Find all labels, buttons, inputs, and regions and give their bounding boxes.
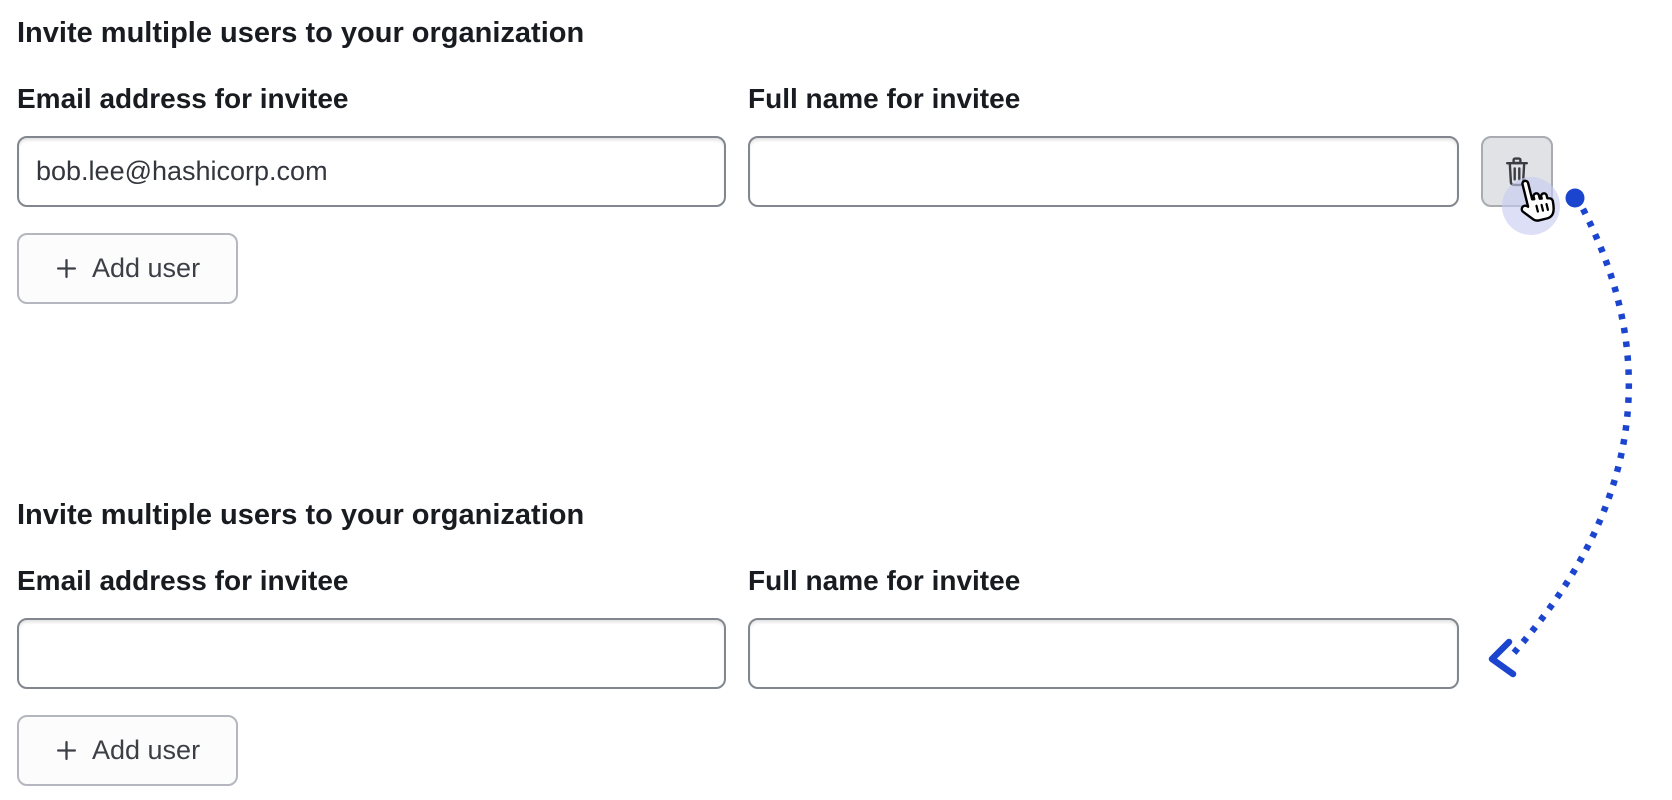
plus-icon — [56, 740, 77, 761]
invite-form-after: Invite multiple users to your organizati… — [17, 498, 1672, 786]
email-input[interactable] — [17, 618, 726, 689]
add-user-button[interactable]: Add user — [17, 715, 239, 786]
email-field-group: Email address for invitee — [17, 566, 726, 689]
invitee-row: Email address for invitee Full name for … — [17, 84, 1672, 207]
full-name-input[interactable] — [748, 136, 1459, 207]
plus-icon — [56, 258, 77, 279]
add-user-button[interactable]: Add user — [17, 233, 239, 304]
email-label: Email address for invitee — [17, 83, 349, 114]
email-field-group: Email address for invitee — [17, 84, 726, 207]
full-name-field-group: Full name for invitee — [748, 84, 1459, 207]
full-name-field-group: Full name for invitee — [748, 566, 1459, 689]
page-title: Invite multiple users to your organizati… — [17, 499, 585, 531]
full-name-input[interactable] — [748, 618, 1459, 689]
full-name-label: Full name for invitee — [748, 83, 1021, 114]
email-label: Email address for invitee — [17, 565, 349, 596]
add-user-label: Add user — [92, 253, 201, 283]
email-input[interactable] — [17, 136, 726, 207]
invite-form-before: Invite multiple users to your organizati… — [17, 16, 1672, 304]
delete-row-button[interactable] — [1481, 136, 1553, 207]
full-name-label: Full name for invitee — [748, 565, 1021, 596]
trash-icon — [1506, 156, 1528, 186]
invitee-row: Email address for invitee Full name for … — [17, 566, 1672, 689]
add-user-label: Add user — [92, 735, 201, 765]
page-title: Invite multiple users to your organizati… — [17, 17, 585, 49]
